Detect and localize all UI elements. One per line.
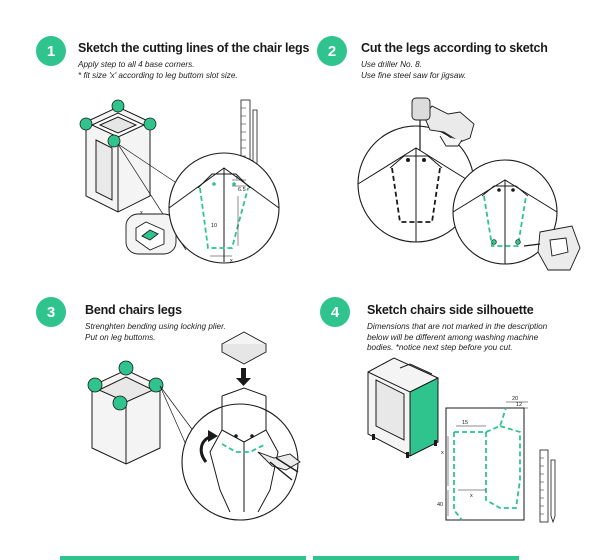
corner-marker: [143, 117, 157, 131]
corner-marker: [111, 99, 125, 113]
step-3-note-line: Put on leg buttoms.: [85, 332, 156, 342]
step-1-note-line: Apply step to all 4 base corners.: [78, 60, 195, 69]
corner-marker: [118, 360, 134, 376]
dim-x-top: x: [236, 175, 239, 181]
step-4-badge: 4: [320, 297, 350, 327]
corner-marker: [79, 117, 93, 131]
step-3-title: Bend chairs legs: [85, 303, 182, 317]
dim-15: 15: [462, 420, 468, 426]
step-2-notes: Use driller No. 8. Use fine steel saw fo…: [361, 60, 466, 81]
dim-20: 20: [512, 396, 518, 402]
dim-12: 12: [516, 402, 522, 408]
step-2-note-line: Use fine steel saw for jigsaw.: [361, 70, 467, 80]
step-3-notes: Strenghten bending using locking plier. …: [85, 322, 226, 343]
step-1-badge: 1: [36, 36, 66, 66]
corner-marker: [148, 377, 164, 393]
step-1-notes: Apply step to all 4 base corners. * fit …: [78, 60, 238, 81]
slot-x-label: x: [140, 210, 143, 216]
step-1-note-line: * fit size 'x' according to leg buttom s…: [78, 70, 238, 80]
dim-x-side: x: [441, 450, 444, 456]
step-4-note-line: bodies. *notice next step before you cut…: [367, 343, 513, 352]
dim-x-bottom: x: [230, 258, 233, 264]
corner-marker: [87, 377, 103, 393]
corner-marker: [112, 395, 128, 411]
bottom-accent-bar: [313, 556, 519, 560]
dim-side: 10: [211, 223, 217, 229]
dim-40: 40: [437, 502, 443, 508]
step-4-note-line: below will be different among washing ma…: [367, 332, 539, 342]
corner-marker: [107, 134, 121, 148]
step-2-title: Cut the legs according to sketch: [361, 41, 548, 55]
step-4-title: Sketch chairs side silhouette: [367, 303, 534, 317]
step-4-notes: Dimensions that are not marked in the de…: [367, 322, 547, 354]
bottom-accent-bar: [60, 556, 306, 560]
dim-x-bottom: x: [470, 493, 473, 499]
step-3-note-line: Strenghten bending using locking plier.: [85, 322, 226, 331]
step-1-title: Sketch the cutting lines of the chair le…: [78, 41, 310, 55]
step-3-badge: 3: [36, 297, 66, 327]
dim-small: 6.5: [238, 187, 246, 193]
step-2-badge: 2: [317, 36, 347, 66]
step-4-note-line: Dimensions that are not marked in the de…: [367, 322, 548, 331]
step-2-note-line: Use driller No. 8.: [361, 60, 422, 69]
